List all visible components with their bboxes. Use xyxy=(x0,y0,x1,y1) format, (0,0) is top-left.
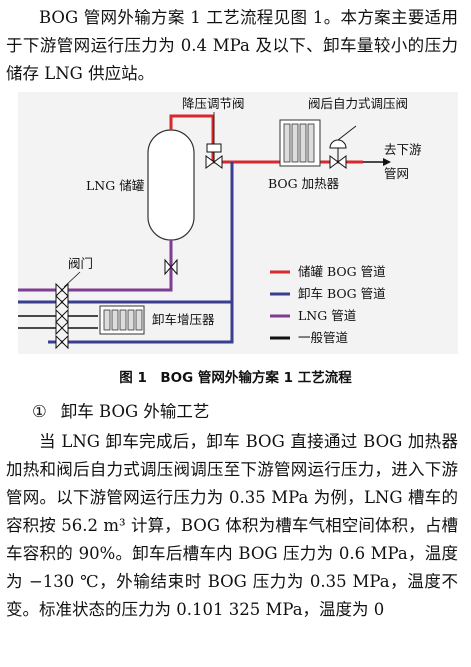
reducing-valve-label: 降压调节阀 xyxy=(182,96,245,111)
inlet-valves xyxy=(55,282,69,350)
reducing-valve-icon xyxy=(205,143,223,169)
downstream-label-line1: 去下游 xyxy=(384,142,422,157)
legend-label-general: 一般管道 xyxy=(298,330,349,345)
tank-valve-icon xyxy=(164,258,178,276)
downstream-arrow-icon xyxy=(383,158,391,166)
self-regulator-label: 阀后自力式调压阀 xyxy=(308,96,408,111)
lng-tank-shape xyxy=(147,129,195,241)
bog-heater-label: BOG 加热器 xyxy=(268,176,340,191)
tank-bog-pipe xyxy=(169,114,363,164)
downstream-label-line2: 管网 xyxy=(384,166,409,181)
figure-caption: 图 1 BOG 管网外输方案 1 工艺流程 xyxy=(119,370,352,386)
legend-label-lng: LNG 管道 xyxy=(298,308,357,323)
bog-heater-icon xyxy=(279,119,321,167)
self-regulator-icon xyxy=(329,125,357,169)
section-title: 卸车 BOG 外输工艺 xyxy=(60,402,210,421)
unloading-booster-label: 卸车增压器 xyxy=(152,312,215,327)
section-number: ① xyxy=(32,402,47,421)
body-paragraph: 当 LNG 卸车完成后，卸车 BOG 直接通过 BOG 加热器加热和阀后自力式调… xyxy=(6,432,458,619)
section-heading: ① 卸车 BOG 外输工艺 xyxy=(32,398,209,426)
lng-tank-label: LNG 储罐 xyxy=(86,178,145,193)
unloading-booster-icon xyxy=(99,305,145,335)
process-flow-diagram: LNG 储罐 降压调节阀 xyxy=(18,96,422,350)
valve-leader xyxy=(63,271,81,288)
unloading-bog-pipe xyxy=(48,162,234,344)
legend: 储罐 BOG 管道 卸车 BOG 管道 LNG 管道 一般管道 xyxy=(270,264,386,345)
process-flow-figure: LNG 储罐 降压调节阀 xyxy=(18,92,458,354)
legend-label-unloading-bog: 卸车 BOG 管道 xyxy=(298,286,386,301)
intro-paragraph: BOG 管网外输方案 1 工艺流程见图 1。本方案主要适用于下游管网运行压力为 … xyxy=(6,8,458,83)
lng-pipe xyxy=(18,240,173,292)
valve-label: 阀门 xyxy=(68,256,93,271)
legend-label-tank-bog: 储罐 BOG 管道 xyxy=(298,264,386,279)
